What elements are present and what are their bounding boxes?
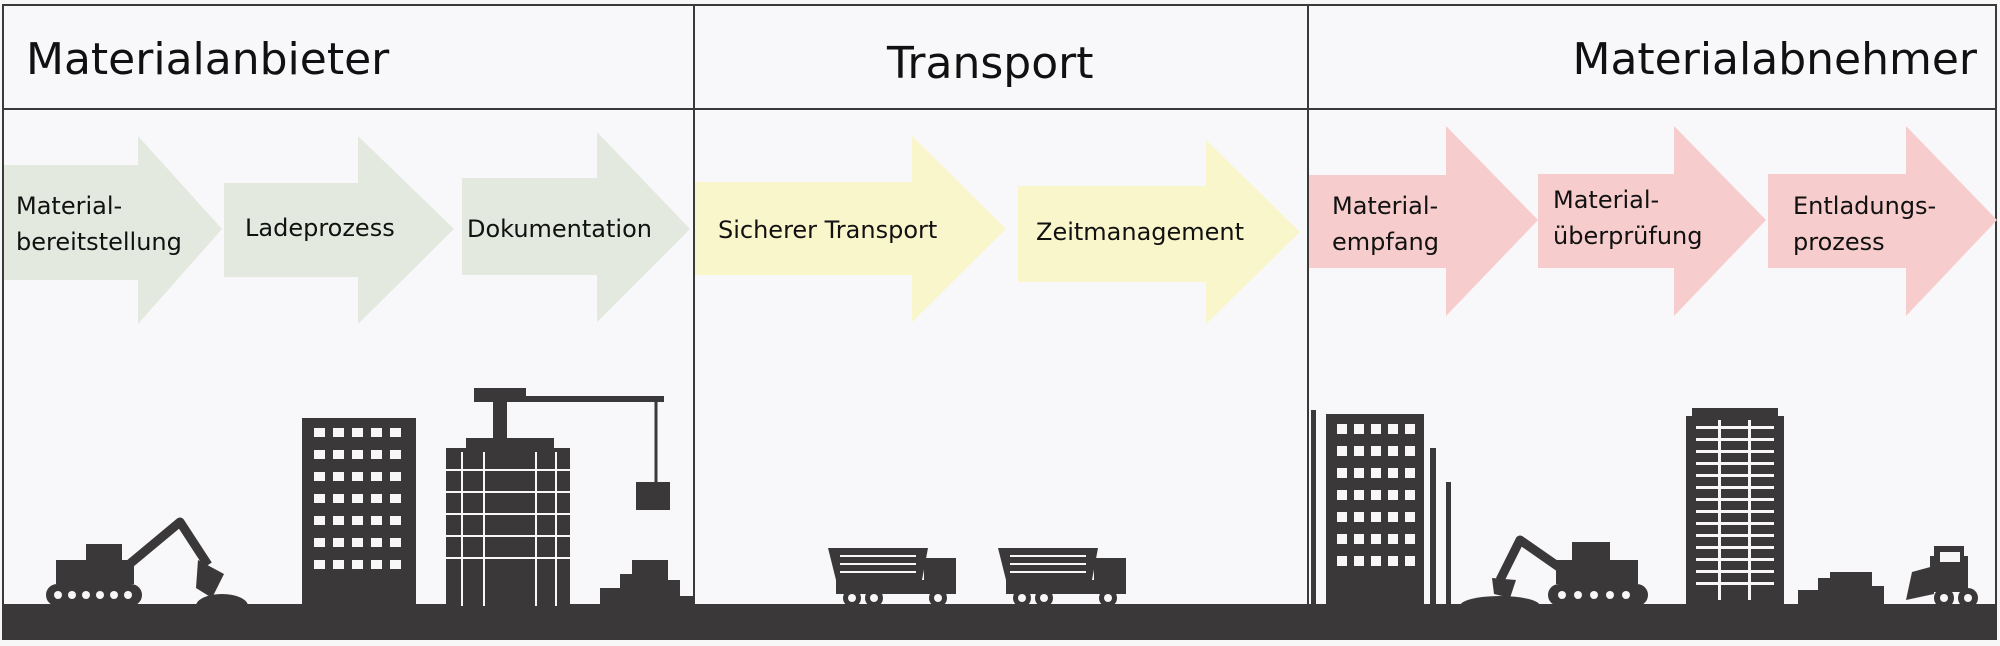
supplier-arrows bbox=[4, 132, 690, 324]
arrow-step-ladeprozess bbox=[224, 136, 454, 324]
label-zeitmanagement: Zeitmanagement bbox=[1036, 218, 1244, 246]
arrow-step-dokumentation bbox=[462, 132, 690, 322]
supplier-title: Materialanbieter bbox=[26, 34, 390, 85]
label-ladeprozess: Ladeprozess bbox=[245, 214, 395, 242]
transport-header: Transport bbox=[695, 6, 1307, 110]
receiver-silhouettes bbox=[1311, 408, 1978, 616]
label-entladungsprozess-line2: prozess bbox=[1793, 228, 1885, 256]
supplier-silhouettes bbox=[46, 388, 694, 618]
step-labels: Material- bereitstellung Ladeprozess Dok… bbox=[16, 186, 1936, 256]
arrow-step-zeitmanagement bbox=[1018, 140, 1300, 324]
building-icon bbox=[1326, 414, 1451, 606]
excavator-icon bbox=[1460, 535, 1648, 616]
arrow-step-entladungsprozess bbox=[1768, 126, 1997, 316]
label-dokumentation: Dokumentation bbox=[467, 215, 652, 243]
label-material-ueberpruefung-line2: überprüfung bbox=[1553, 222, 1703, 250]
label-material-bereitstellung-line2: bereitstellung bbox=[16, 228, 182, 256]
label-material-ueberpruefung-line1: Material- bbox=[1553, 186, 1659, 214]
rubble-pile bbox=[1798, 572, 1884, 606]
arrow-step-material-empfang bbox=[1309, 126, 1538, 316]
crane-icon bbox=[446, 388, 670, 606]
label-entladungsprozess-line1: Entladungs- bbox=[1793, 192, 1936, 220]
arrow-step-material-bereitstellung bbox=[4, 136, 222, 324]
transport-arrows bbox=[695, 136, 1300, 324]
building-icon bbox=[1686, 408, 1784, 606]
label-material-empfang-line2: empfang bbox=[1332, 228, 1439, 256]
dump-truck-icon bbox=[998, 548, 1126, 607]
transport-silhouettes bbox=[828, 548, 1126, 607]
ground-strip bbox=[2, 604, 1997, 640]
receiver-title: Materialabnehmer bbox=[1572, 34, 1977, 85]
skid-loader-icon bbox=[1906, 546, 1978, 608]
receiver-header: Materialabnehmer bbox=[1309, 6, 1995, 110]
dump-truck-icon bbox=[828, 548, 956, 607]
label-material-bereitstellung-line1: Material- bbox=[16, 192, 122, 220]
transport-title: Transport bbox=[887, 38, 1094, 89]
arrow-step-sicherer-transport bbox=[695, 136, 1006, 322]
excavator-icon bbox=[46, 517, 248, 618]
label-sicherer-transport: Sicherer Transport bbox=[718, 216, 937, 244]
arrow-step-material-ueberpruefung bbox=[1538, 126, 1766, 316]
supplier-header: Materialanbieter bbox=[4, 6, 693, 110]
pole bbox=[1311, 410, 1316, 606]
receiver-arrows bbox=[1309, 126, 1997, 316]
label-material-empfang-line1: Material- bbox=[1332, 192, 1438, 220]
building-icon bbox=[302, 418, 416, 606]
rubble-pile bbox=[600, 560, 694, 606]
